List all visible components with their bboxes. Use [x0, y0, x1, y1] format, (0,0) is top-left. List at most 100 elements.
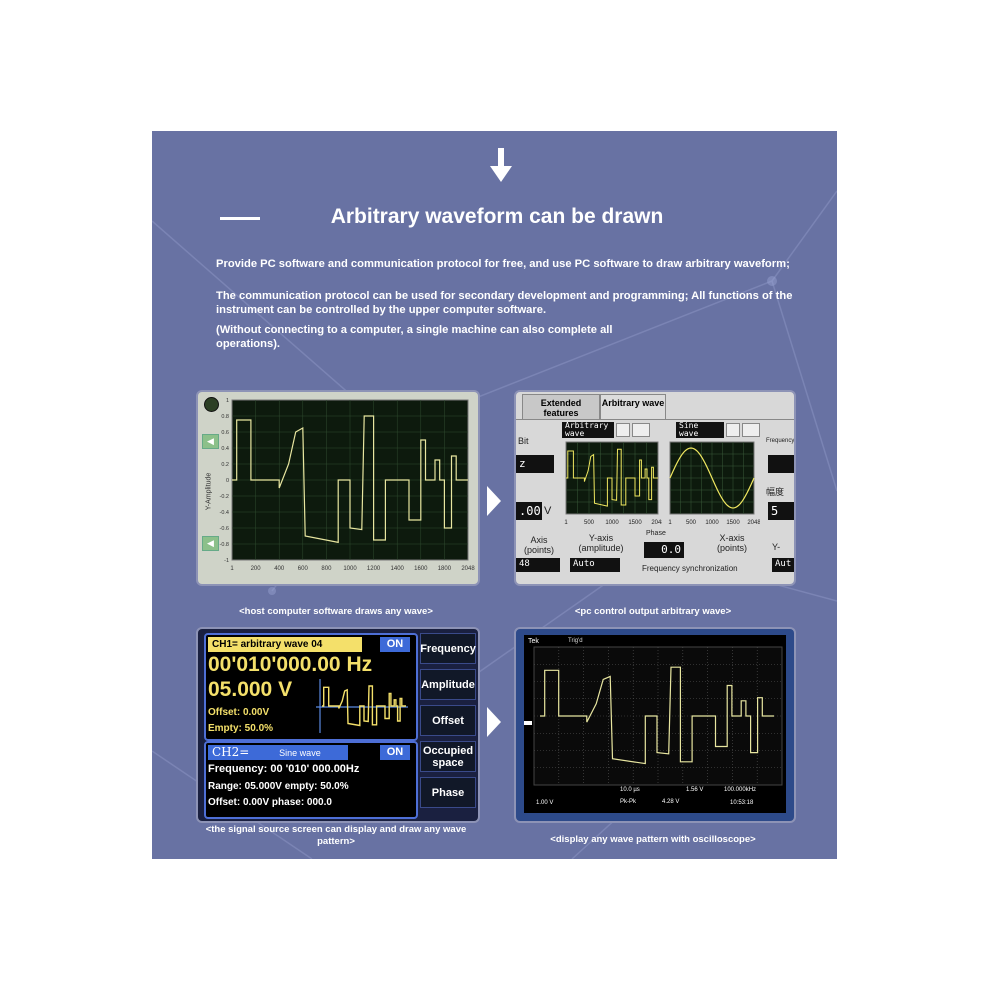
- amplitude-field[interactable]: 5: [768, 502, 794, 520]
- oscilloscope-screen: [524, 635, 786, 813]
- poster: Arbitrary waveform can be drawn Provide …: [152, 131, 837, 859]
- pc-control-caption: <pc control output arbitrary wave>: [574, 606, 732, 617]
- y-tick-label: 0.8: [221, 414, 229, 420]
- phase-field[interactable]: 0.0: [644, 542, 684, 558]
- ch1-offset: Offset: 0.00V: [208, 707, 270, 718]
- status-led: [204, 397, 219, 412]
- y-tick-label: 0.4: [221, 446, 229, 452]
- x-tick-label: 800: [321, 566, 332, 572]
- chevron-right-icon: [487, 707, 501, 737]
- bit-label: Bit: [518, 436, 529, 446]
- tab-arbitrary-wave[interactable]: Arbitrary wave: [600, 394, 666, 420]
- y-tick-label: -1: [224, 558, 229, 564]
- x-tick-label: 600: [298, 566, 309, 572]
- x-tick-label: 1: [668, 520, 672, 526]
- sine-toggle[interactable]: [742, 423, 760, 437]
- frequency-button[interactable]: Frequency: [420, 633, 476, 664]
- x-tick-label: 1800: [438, 566, 452, 572]
- y-tick-label: -0.6: [220, 526, 229, 532]
- x-tick-label: 2048: [651, 520, 662, 526]
- left-arrow-button-bottom[interactable]: ◀: [202, 536, 219, 551]
- paragraph-pc-software: Provide PC software and communication pr…: [216, 258, 790, 270]
- x-tick-label: 1: [564, 520, 568, 526]
- x-tick-label: 1200: [367, 566, 381, 572]
- occupied-space-button[interactable]: Occupied space: [420, 741, 476, 772]
- time-scale: 10.0 µs: [620, 787, 640, 793]
- signal-source-caption: <the signal source screen can display an…: [205, 824, 467, 847]
- y-partial-label: Y-: [772, 542, 781, 552]
- ground-marker: [524, 721, 532, 725]
- y-tick-label: -0.2: [220, 494, 229, 500]
- x-tick-label: 500: [686, 520, 697, 526]
- ch2-box: CH2= Sine wave ON Frequency: 00 '010' 00…: [204, 741, 418, 819]
- ch1-scale: 1.00 V: [536, 800, 554, 806]
- x-tick-label: 2048: [747, 520, 760, 526]
- host-waveform: [232, 415, 468, 544]
- sine-mini-waveform: [669, 447, 755, 509]
- arb-toggle[interactable]: [632, 423, 650, 437]
- ch2-title: CH2= Sine wave: [208, 745, 348, 760]
- ch1-on-badge[interactable]: ON: [380, 637, 410, 652]
- offset-button[interactable]: Offset: [420, 705, 476, 736]
- sine-spin[interactable]: [726, 423, 740, 437]
- clock-time: 10:53:18: [730, 800, 754, 806]
- y-tick-label: 0.6: [221, 430, 229, 436]
- arrow-down-icon: [490, 148, 512, 182]
- pk-pk-value: 4.28 V: [662, 799, 680, 805]
- axis-points-field[interactable]: 48: [516, 558, 560, 572]
- tab-extended-features[interactable]: Extended features: [522, 394, 600, 420]
- ch2-on-badge[interactable]: ON: [380, 745, 410, 760]
- ch2-offset-phase: Offset: 0.00V phase: 000.0: [208, 797, 332, 808]
- arb-spin[interactable]: [616, 423, 630, 437]
- x-tick-label: 1000: [343, 566, 357, 572]
- ch1-wave-plot: [316, 679, 408, 733]
- ch1-amplitude: 05.000 V: [208, 678, 293, 701]
- title-dash: [220, 217, 260, 220]
- x-tick-label: 1600: [414, 566, 428, 572]
- voltage-field[interactable]: .00: [516, 502, 542, 520]
- paragraph-protocol: The communication protocol can be used f…: [216, 290, 793, 316]
- amplitude-button[interactable]: Amplitude: [420, 669, 476, 700]
- ch2-title-label: CH2=: [212, 745, 250, 759]
- x-tick-label: 1400: [391, 566, 405, 572]
- sine-wave-select[interactable]: Sine wave: [676, 422, 724, 438]
- ch1-waveform: [322, 685, 406, 727]
- y-axis-auto-field[interactable]: Auto: [570, 558, 620, 572]
- chevron-right-icon: [487, 486, 501, 516]
- x-tick-label: 1500: [628, 520, 642, 526]
- ch1-frequency: 00'010'000.00 Hz: [208, 653, 373, 676]
- x-tick-label: 1000: [605, 520, 619, 526]
- x-tick-label: 1500: [726, 520, 740, 526]
- arb-mini-waveform: [566, 448, 658, 507]
- x-tick-label: 200: [251, 566, 262, 572]
- phase-button[interactable]: Phase: [420, 777, 476, 808]
- y-tick-label: 1: [226, 398, 229, 404]
- x-tick-label: 500: [584, 520, 595, 526]
- x-axis-points-label: X-axis (points): [716, 533, 747, 553]
- y-auto-field[interactable]: Aut: [772, 558, 794, 572]
- y-tick-label: 0: [226, 478, 229, 484]
- y-axis-amplitude-label: Y-axis (amplitude): [578, 533, 624, 553]
- unit-select[interactable]: z: [516, 455, 554, 473]
- ch1-empty: Empty: 50.0%: [208, 723, 274, 734]
- x-tick-label: 1: [230, 566, 234, 572]
- host-caption: <host computer software draws any wave>: [239, 606, 433, 617]
- y-tick-label: -0.4: [220, 510, 229, 516]
- right-field-1[interactable]: [768, 455, 794, 473]
- amplitude-cn-label: 幅度: [766, 487, 785, 497]
- voltage-unit: V: [544, 505, 552, 517]
- ch2-range: Range: 05.000V empty: 50.0%: [208, 781, 349, 792]
- oscilloscope-panel: Tek Trig'd 1.00 V 10.0 µs Pk-Pk 4.28 V 1…: [514, 627, 796, 823]
- trigger-level: 1.56 V: [686, 787, 704, 793]
- tek-logo: Tek: [528, 638, 539, 645]
- left-arrow-button-top[interactable]: ◀: [202, 434, 219, 449]
- ch1-box: CH1= arbitrary wave 04 ON 00'010'000.00 …: [204, 633, 418, 741]
- scope-waveform: [540, 666, 774, 765]
- arb-wave-select[interactable]: Arbitrary wave: [562, 422, 614, 438]
- frequency-sync-label: Frequency synchronization: [642, 564, 738, 573]
- paragraph-standalone: (Without connecting to a computer, a sin…: [216, 324, 613, 350]
